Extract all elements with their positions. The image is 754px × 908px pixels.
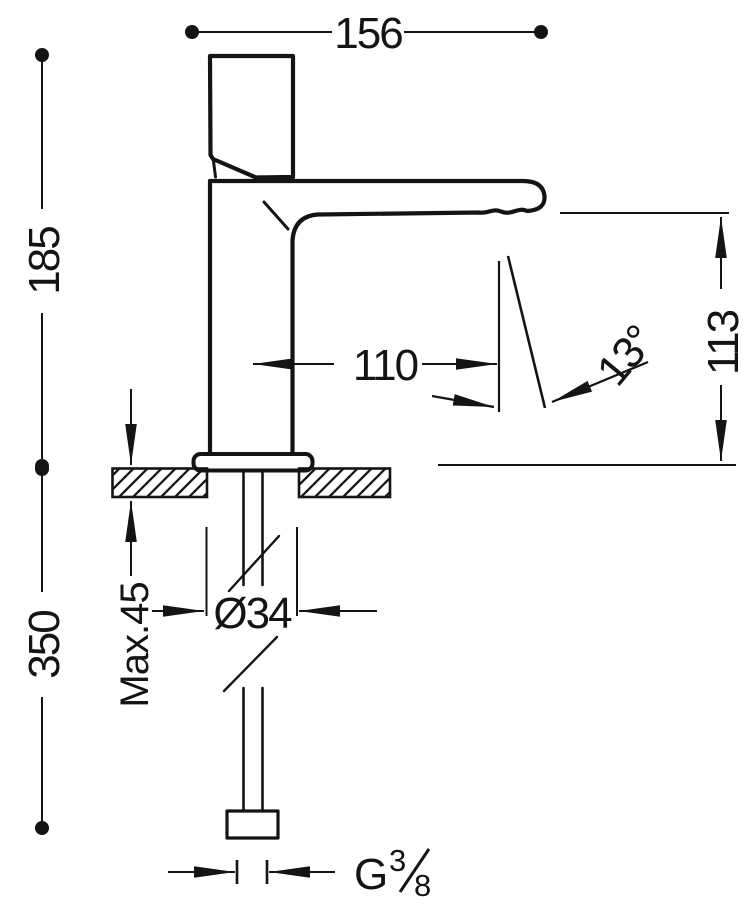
pipe-break-mark-upper [227,534,281,593]
dim-dot [35,462,49,476]
dimension-spout-reach: 110 [253,341,497,390]
counter-thickness-label: Max.45 [113,582,157,707]
dimension-counter-thickness: Max.45 [113,389,157,708]
dimension-spout-width: 156 [185,9,548,58]
stream-line [506,255,547,409]
dimension-thread: G 3 8 [168,843,431,903]
dim-dot [35,48,49,62]
handle-outline [207,53,296,180]
spout-design-edge [262,200,290,231]
height-below-counter-label: 350 [20,611,69,679]
counter-slab-left [111,467,209,499]
pipe-break-mark-lower [222,635,279,693]
handle-pivot-edge [212,159,217,179]
faucet-outline [191,53,547,840]
dimension-height-below-counter: 350 [20,462,69,835]
dim-dot [185,25,199,39]
spout-width-label: 156 [334,9,402,58]
angle-leader-right [551,360,649,404]
counter-slab-right [297,467,392,499]
thread-denominator-label: 8 [414,868,431,903]
fraction-slash [398,848,431,893]
angle-leader-left [431,394,495,409]
dimension-outlet-height: 113 [438,212,748,466]
thread-connector [225,809,280,840]
countertop-section [111,467,392,499]
dim-dot [534,25,548,39]
outlet-height-label: 113 [699,310,748,375]
thread-label: G 3 8 [354,843,431,903]
body-diameter-label: Ø34 [213,589,292,638]
dimension-body-diameter: Ø34 [152,527,377,638]
thread-prefix-label: G [354,850,388,899]
height-above-counter-label: 185 [20,227,69,295]
base-plate [191,452,315,473]
body-spout-outline [207,178,547,457]
thread-numerator-label: 3 [389,843,406,878]
dim-dot [35,821,49,835]
dimension-height-above-counter: 185 [20,48,69,473]
stream-angle-annotation: 13° [431,255,664,412]
spout-reach-label: 110 [353,341,418,390]
supply-pipe [242,469,264,813]
